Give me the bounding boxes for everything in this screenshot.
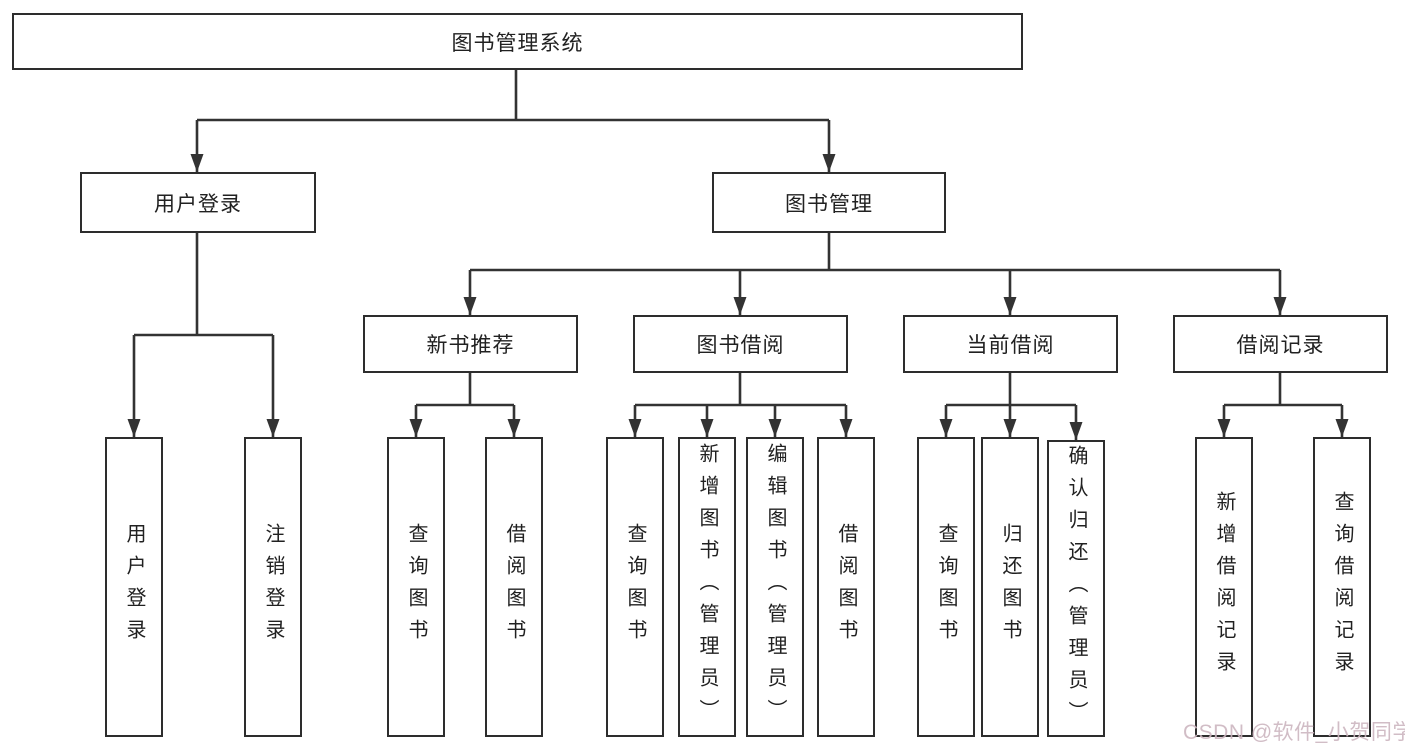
leaf-query-books-current: 查询图书 <box>917 437 975 737</box>
leaf-query-books-borrow: 查询图书 <box>606 437 664 737</box>
leaf-add-book-admin: 新增图书（管理员） <box>678 437 736 737</box>
leaf-borrow-books-recommend-label: 借阅图书 <box>503 523 525 651</box>
connector-borrow-records-to-leaves <box>1217 372 1349 437</box>
leaf-return-book: 归还图书 <box>981 437 1039 737</box>
node-root-system: 图书管理系统 <box>12 13 1023 70</box>
leaf-user-login: 用户登录 <box>105 437 163 737</box>
leaf-user-login-label: 用户登录 <box>123 523 145 651</box>
leaf-query-borrow-record-label: 查询借阅记录 <box>1331 491 1353 683</box>
leaf-add-borrow-record: 新增借阅记录 <box>1195 437 1253 737</box>
node-root-system-label: 图书管理系统 <box>451 31 584 55</box>
leaf-logout: 注销登录 <box>244 437 302 737</box>
csdn-watermark: CSDN @软件_小贺同学 <box>1183 721 1405 744</box>
leaf-borrow-books-recommend: 借阅图书 <box>485 437 543 737</box>
node-user-login-label: 用户登录 <box>154 192 242 216</box>
node-new-book-recommend-label: 新书推荐 <box>426 334 515 357</box>
node-book-borrow-label: 图书借阅 <box>696 334 785 357</box>
node-current-borrow: 当前借阅 <box>903 315 1118 373</box>
node-new-book-recommend: 新书推荐 <box>363 315 578 373</box>
leaf-query-books-current-label: 查询图书 <box>935 523 957 651</box>
leaf-edit-book-admin-label: 编辑图书（管理员） <box>764 443 786 731</box>
leaf-borrow-books-borrow: 借阅图书 <box>817 437 875 737</box>
connector-book-management-to-level3 <box>463 232 1287 315</box>
leaf-query-books-recommend: 查询图书 <box>387 437 445 737</box>
node-book-management-label: 图书管理 <box>785 192 873 216</box>
leaf-edit-book-admin: 编辑图书（管理员） <box>746 437 804 737</box>
connector-new-book-recommend-to-leaves <box>409 372 521 437</box>
leaf-query-books-recommend-label: 查询图书 <box>405 523 427 651</box>
leaf-query-books-borrow-label: 查询图书 <box>624 523 646 651</box>
connector-user-login-to-leaves <box>127 232 280 437</box>
node-book-borrow: 图书借阅 <box>633 315 848 373</box>
leaf-borrow-books-borrow-label: 借阅图书 <box>835 523 857 651</box>
node-book-management: 图书管理 <box>712 172 946 233</box>
node-borrow-records: 借阅记录 <box>1173 315 1388 373</box>
connector-book-borrow-to-leaves <box>628 372 853 437</box>
leaf-add-book-admin-label: 新增图书（管理员） <box>696 443 718 731</box>
leaf-confirm-return-admin: 确认归还（管理员） <box>1047 440 1105 737</box>
leaf-confirm-return-admin-label: 确认归还（管理员） <box>1065 444 1087 733</box>
connector-root-to-level2 <box>190 70 836 172</box>
node-current-borrow-label: 当前借阅 <box>966 334 1055 357</box>
leaf-return-book-label: 归还图书 <box>999 523 1021 651</box>
connector-current-borrow-to-leaves <box>939 372 1083 440</box>
leaf-logout-label: 注销登录 <box>262 523 284 651</box>
node-user-login: 用户登录 <box>80 172 316 233</box>
node-borrow-records-label: 借阅记录 <box>1236 334 1325 357</box>
leaf-query-borrow-record: 查询借阅记录 <box>1313 437 1371 737</box>
leaf-add-borrow-record-label: 新增借阅记录 <box>1213 491 1235 683</box>
